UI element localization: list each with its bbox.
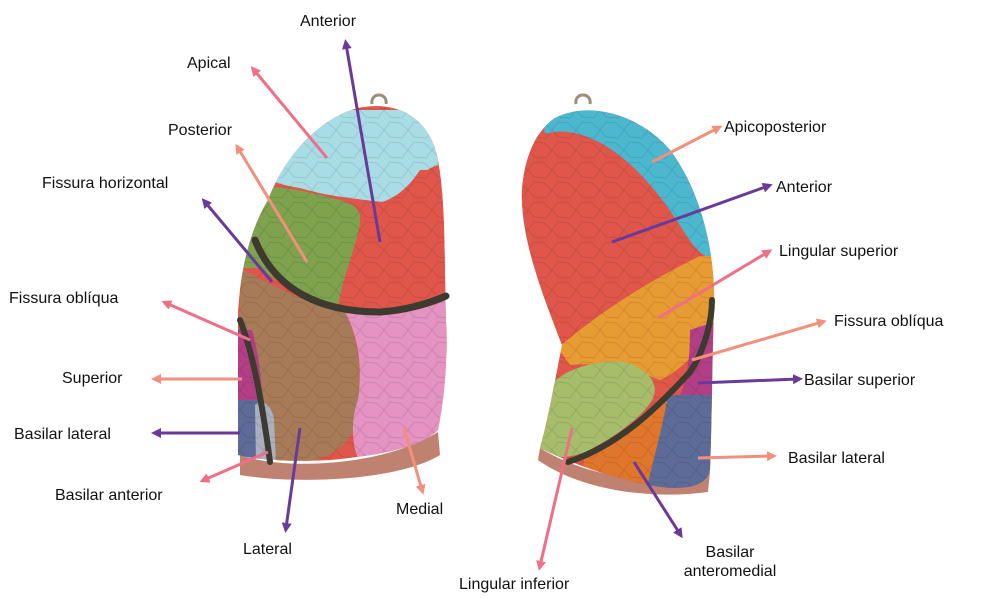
label-anterior-right: Anterior	[300, 12, 356, 31]
label-basilar-lateral-left: Basilar lateral	[788, 449, 885, 468]
label-fissura-obliqua-left: Fissura oblíqua	[834, 312, 943, 331]
label-lateral: Lateral	[243, 540, 292, 559]
left-lung-model	[510, 95, 725, 505]
label-basilar-anteromedial-line2: anteromedial	[670, 562, 790, 581]
label-fissura-horizontal: Fissura horizontal	[42, 174, 168, 193]
label-basilar-anterior: Basilar anterior	[55, 486, 163, 505]
label-anterior-left: Anterior	[776, 178, 832, 197]
right-lung-model	[230, 95, 450, 480]
label-superior: Superior	[62, 369, 122, 388]
arrow-basilar-lateral-left	[698, 456, 772, 458]
label-basilar-anteromedial-line1: Basilar	[670, 543, 790, 562]
label-basilar-lateral-right: Basilar lateral	[14, 425, 111, 444]
left-lung-hook	[576, 95, 590, 104]
right-lung-hook	[372, 95, 386, 104]
label-posterior: Posterior	[168, 121, 232, 140]
arrow-basilar-superior-left	[698, 379, 798, 383]
label-medial: Medial	[396, 500, 443, 519]
label-lingular-inferior: Lingular inferior	[459, 575, 569, 594]
label-apical: Apical	[187, 54, 231, 73]
label-basilar-superior: Basilar superior	[804, 371, 915, 390]
label-basilar-anteromedial: Basilar anteromedial	[670, 543, 790, 581]
label-apicoposterior: Apicoposterior	[724, 118, 826, 137]
arrow-apical	[254, 70, 327, 158]
label-fissura-obliqua-right: Fissura oblíqua	[9, 289, 118, 308]
label-lingular-superior: Lingular superior	[779, 242, 898, 261]
